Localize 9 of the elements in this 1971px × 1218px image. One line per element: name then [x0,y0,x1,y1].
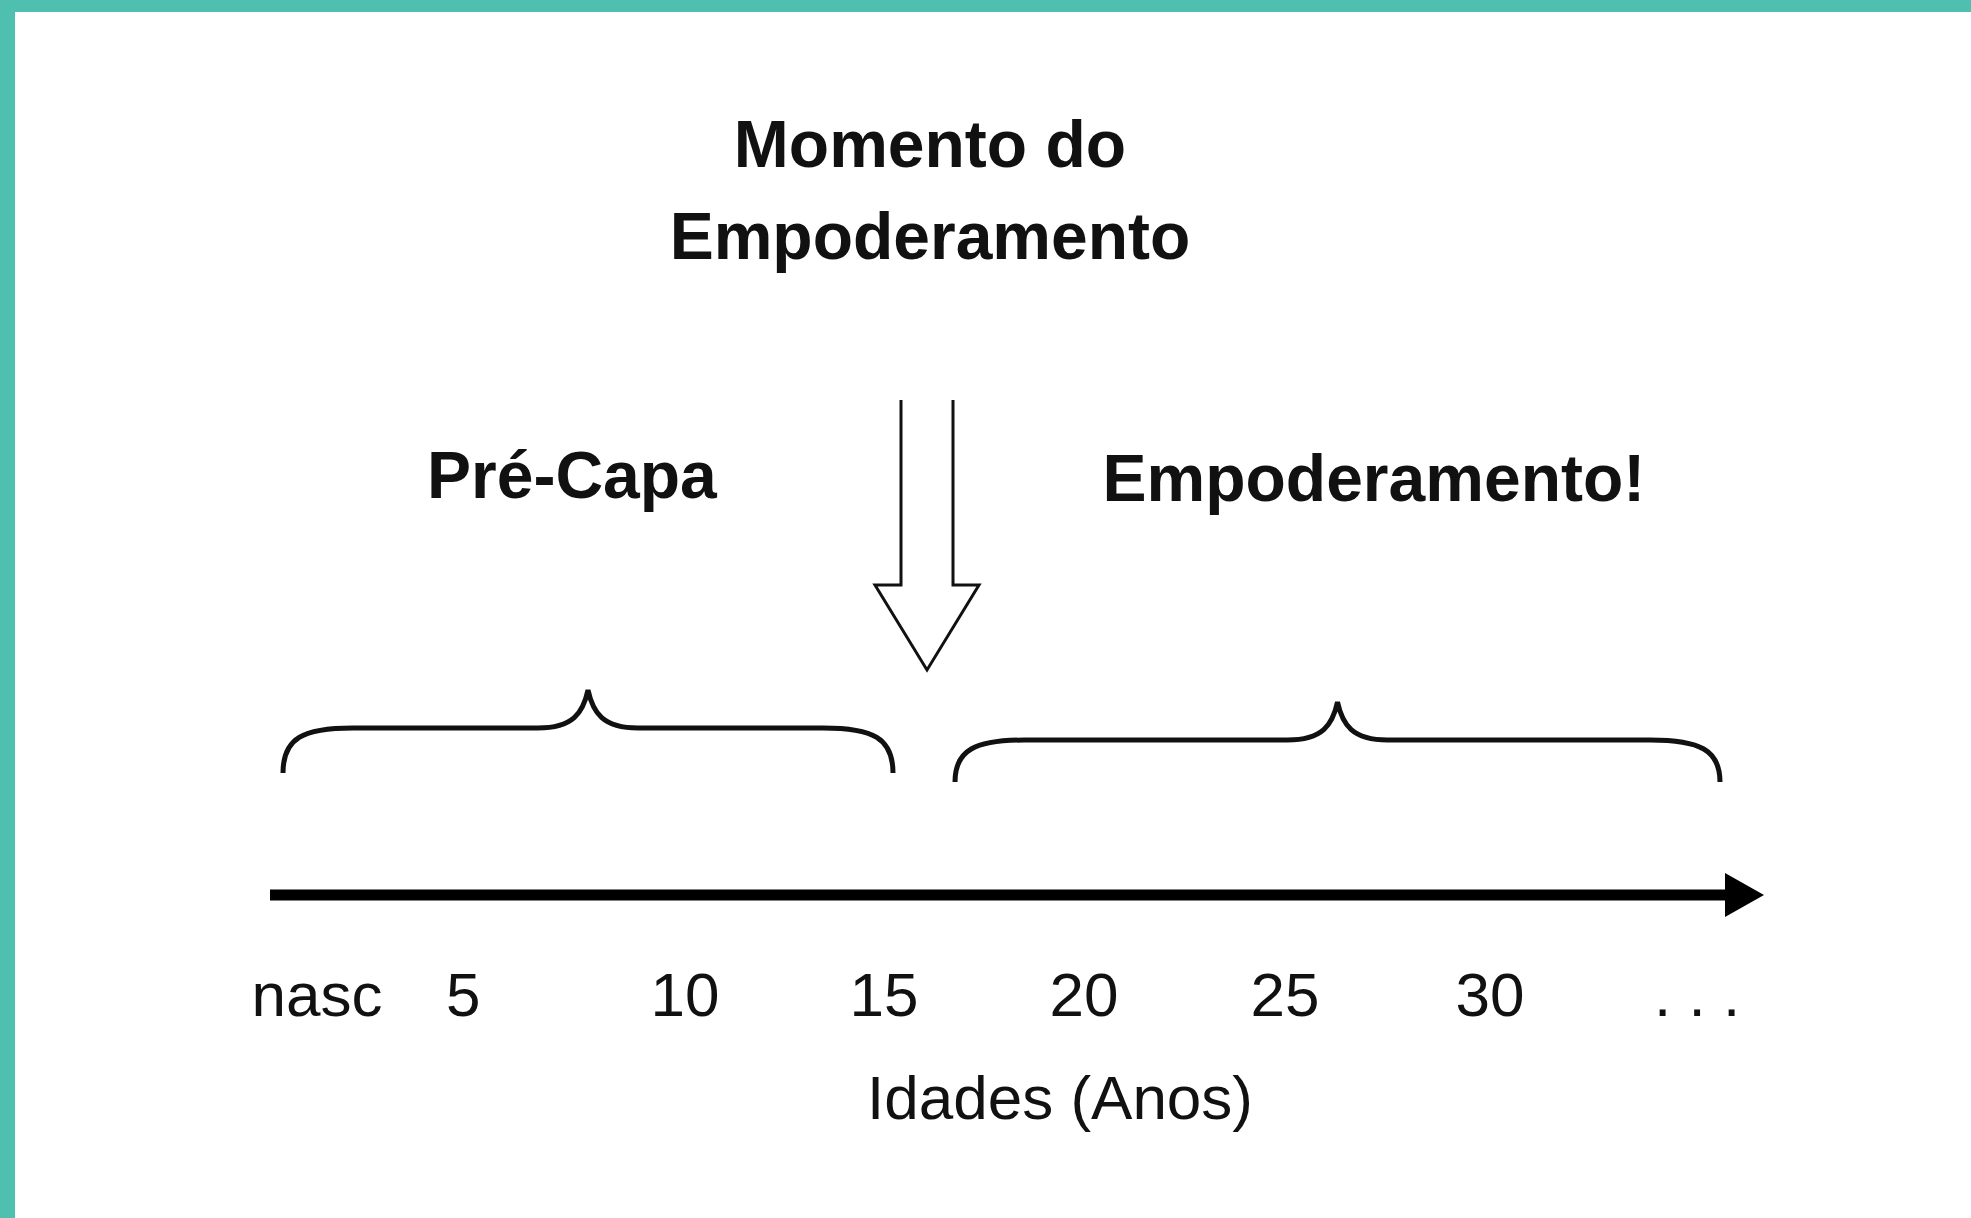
tick-label: nasc [251,964,383,1026]
tick-label: . . . [1654,964,1741,1026]
tick-label: 5 [446,964,481,1026]
tick-label: 30 [1455,964,1525,1026]
tick-label: 15 [849,964,919,1026]
heading-text: Momento do Empoderamento [668,106,1192,275]
tick-label: 20 [1049,964,1119,1026]
tick-label: 25 [1250,964,1320,1026]
tick-label: 10 [650,964,720,1026]
